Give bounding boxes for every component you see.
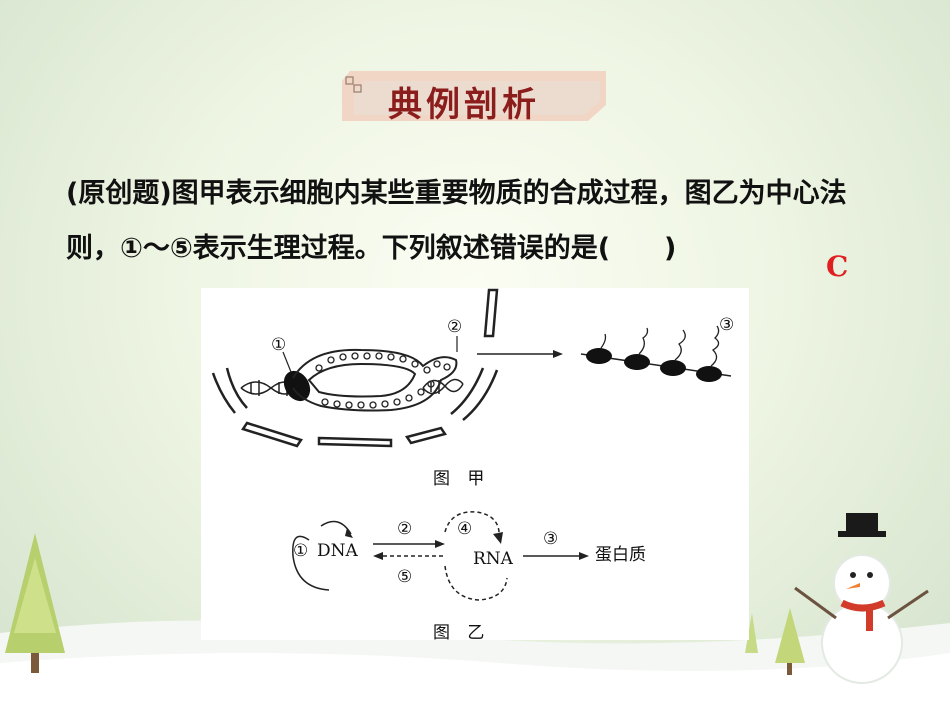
marker-2: ② [447,317,462,337]
er-membrane [317,436,393,448]
transcription-bubble-outer [292,348,458,412]
er-membrane [404,426,448,445]
banner-title: 典例剖析 [388,85,540,125]
banner-shape [342,71,606,121]
figure-jia-diagram: ① ② ③ ① DNA ② [211,288,734,601]
dna-helix-right [422,378,464,395]
replication-arrow [292,535,330,591]
rna-polymerase [283,370,311,402]
snowman-icon [794,513,929,684]
figure-yi-label: 图 乙 [433,623,491,643]
nucleotide-beads [315,352,451,409]
figure-panel: ① ② ③ ① DNA ② [201,288,749,643]
er-membrane [462,369,499,421]
protein-label: 蛋白质 [595,545,646,565]
er-membrane [225,367,248,409]
yi-marker-5: ⑤ [397,567,412,587]
figure-yi-diagram: ① DNA ② ⑤ ④ RNA ③ 蛋白质 [292,511,646,601]
section-banner: 典例剖析 [342,71,606,125]
er-membrane [211,372,236,414]
answer-letter: C [826,250,849,283]
rna-label: RNA [473,549,514,569]
dna-label: DNA [317,541,359,561]
snow-landscape [0,513,950,713]
marker-1: ① [271,335,286,355]
er-membrane [241,421,303,448]
er-membrane [483,288,499,338]
tree-icon-right [745,608,805,675]
question-text: (原创题)图甲表示细胞内某些重要物质的合成过程，图乙为中心法则，①～⑤表示生理过… [66,178,847,264]
ribosome-chain [580,325,732,382]
figure-jia-label: 图 甲 [433,469,491,489]
er-membrane [450,367,485,415]
tree-icon-left [5,533,65,673]
yi-marker-2: ② [397,519,412,539]
marker-3: ③ [719,315,734,335]
marker-1-pointer [282,351,292,373]
yi-marker-3: ③ [543,529,558,549]
yi-marker-1: ① [293,541,308,561]
transcription-bubble-inner [307,362,417,398]
yi-marker-4: ④ [457,519,472,539]
arrow-transcription-translation [477,350,563,358]
